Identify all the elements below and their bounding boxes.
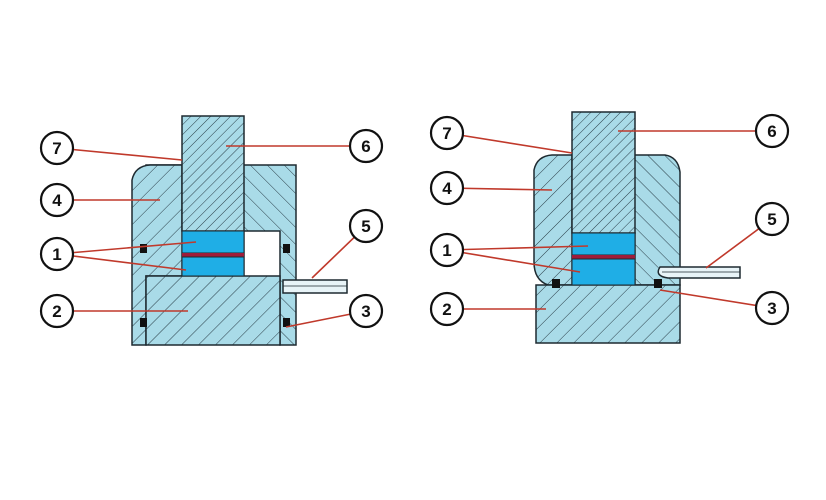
callout-left-6: 6 — [348, 128, 384, 164]
left-diagram — [131, 115, 348, 346]
tube-left — [282, 279, 348, 294]
callout-circle — [429, 115, 465, 151]
seal-left-2 — [283, 244, 290, 253]
leader-right-1-1 — [446, 249, 581, 273]
callout-number: 3 — [361, 302, 370, 321]
callout-number: 6 — [361, 137, 370, 156]
callout-number: 4 — [442, 179, 452, 198]
callout-circle — [754, 113, 790, 149]
callout-circle — [348, 208, 384, 244]
callout-circle — [39, 130, 75, 166]
callout-circle — [39, 182, 75, 218]
callout-left-7: 7 — [39, 130, 75, 166]
callout-circle — [348, 293, 384, 329]
callout-right-4: 4 — [429, 170, 465, 206]
leader-right-7 — [446, 132, 573, 154]
callout-circle — [429, 232, 465, 268]
callout-circle — [348, 128, 384, 164]
seal-left-3 — [140, 318, 147, 327]
leader-left-1 — [56, 241, 197, 255]
callout-right-7: 7 — [429, 115, 465, 151]
callout-circle — [429, 291, 465, 327]
callout-left-2: 2 — [39, 293, 75, 329]
seal-right-1 — [552, 279, 560, 288]
seal-left-1 — [140, 244, 147, 253]
plunger-left — [181, 115, 245, 232]
leader-left-7 — [56, 147, 183, 161]
callout-number: 5 — [361, 217, 370, 236]
callout-left-4: 4 — [39, 182, 75, 218]
callout-circle — [754, 201, 790, 237]
callout-right-3: 3 — [754, 290, 790, 326]
callout-circle — [429, 170, 465, 206]
callout-number: 7 — [52, 139, 61, 158]
callout-number: 7 — [442, 124, 451, 143]
callout-number: 2 — [52, 302, 61, 321]
callout-circle — [39, 293, 75, 329]
callout-markers: 7 6 4 1 5 2 3 7 6 4 1 5 2 3 — [39, 113, 790, 329]
base-anvil-right — [535, 284, 681, 344]
leader-right-4 — [446, 187, 553, 191]
callout-right-5: 5 — [754, 201, 790, 237]
pellet-bottom-left — [181, 256, 245, 277]
callout-right-6: 6 — [754, 113, 790, 149]
leader-right-3 — [659, 289, 773, 309]
seal-left-4 — [283, 318, 290, 327]
leader-right-1 — [446, 245, 589, 251]
callout-right-2: 2 — [429, 291, 465, 327]
callout-circle — [754, 290, 790, 326]
callout-number: 6 — [767, 122, 776, 141]
callout-circle — [39, 236, 75, 272]
leader-left-1-1 — [56, 253, 187, 271]
callout-number: 1 — [52, 245, 61, 264]
callout-number: 1 — [442, 241, 451, 260]
callout-number: 2 — [442, 300, 451, 319]
tube-right — [657, 266, 741, 279]
pellet-separator-right — [572, 255, 635, 259]
pellet-separator-left — [182, 253, 244, 257]
callout-number: 4 — [52, 191, 62, 210]
callout-left-5: 5 — [348, 208, 384, 244]
pellet-bottom-right — [571, 258, 636, 286]
callout-left-1: 1 — [39, 236, 75, 272]
callout-left-3: 3 — [348, 293, 384, 329]
pellet-top-right — [571, 232, 636, 256]
callout-number: 5 — [767, 210, 776, 229]
callout-number: 3 — [767, 299, 776, 318]
right-diagram — [533, 111, 741, 344]
seal-right-2 — [654, 279, 662, 288]
callout-right-1: 1 — [429, 232, 465, 268]
plunger-right — [571, 111, 636, 234]
